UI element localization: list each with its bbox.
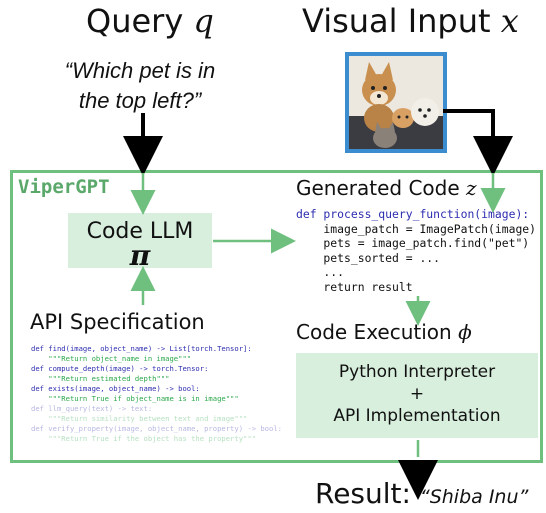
code-execution-box: Python Interpreter + API Implementation	[296, 353, 538, 438]
generated-code-block: def process_query_function(image): image…	[296, 207, 536, 295]
vipergpt-frame	[10, 170, 543, 463]
result: Result: “Shiba Inu”	[315, 477, 528, 510]
code-line: pets_sorted = ...	[296, 250, 441, 265]
code-line: def exists(image, object_name) -> bool:	[31, 384, 200, 393]
code-line: image_patch = ImagePatch(image)	[296, 221, 537, 236]
query-title: Query q	[86, 2, 214, 40]
visual-input-arrow	[443, 109, 513, 176]
code-line: """Return estimated depth"""	[31, 374, 170, 383]
api-implementation-label: API Implementation	[333, 406, 501, 426]
code-llm-label: Code LLM	[86, 219, 194, 244]
code-line: def llm_query(text) -> text:	[31, 404, 153, 413]
code-line: pets = image_patch.find("pet")	[296, 236, 530, 251]
plus-sign: +	[409, 384, 425, 404]
code-line: """Return object_name in image"""	[31, 354, 192, 363]
code-llm-box: Code LLM π	[68, 213, 212, 272]
result-value: “Shiba Inu”	[419, 486, 529, 508]
visual-input-title: Visual Input x	[302, 2, 519, 40]
code-line: def process_query_function(image):	[296, 207, 530, 221]
python-interpreter-label: Python Interpreter	[338, 362, 496, 382]
result-label: Result:	[315, 477, 411, 510]
code-line: """Return similarity between text and im…	[31, 414, 248, 423]
code-line: """Return True if the object has the pro…	[31, 434, 257, 443]
visual-input-image	[345, 52, 447, 153]
code-line: def find(image, object_name) -> List[tor…	[31, 344, 252, 353]
code-line: """Return True if object_name is in imag…	[31, 394, 239, 403]
code-line: def verify_property(image, object_name, …	[31, 424, 282, 433]
code-line: return result	[296, 279, 413, 294]
generated-code-title: Generated Code z	[296, 176, 477, 200]
pets-photo-illustration	[349, 56, 443, 149]
vipergpt-label: ViperGPT	[18, 176, 110, 198]
code-llm-symbol: π	[129, 239, 151, 272]
api-specification-title: API Specification	[30, 310, 205, 334]
api-specification-code: def find(image, object_name) -> List[tor…	[31, 344, 282, 444]
code-line: ...	[296, 265, 345, 280]
code-line: def compute_depth(image) -> torch.Tensor…	[31, 364, 209, 373]
